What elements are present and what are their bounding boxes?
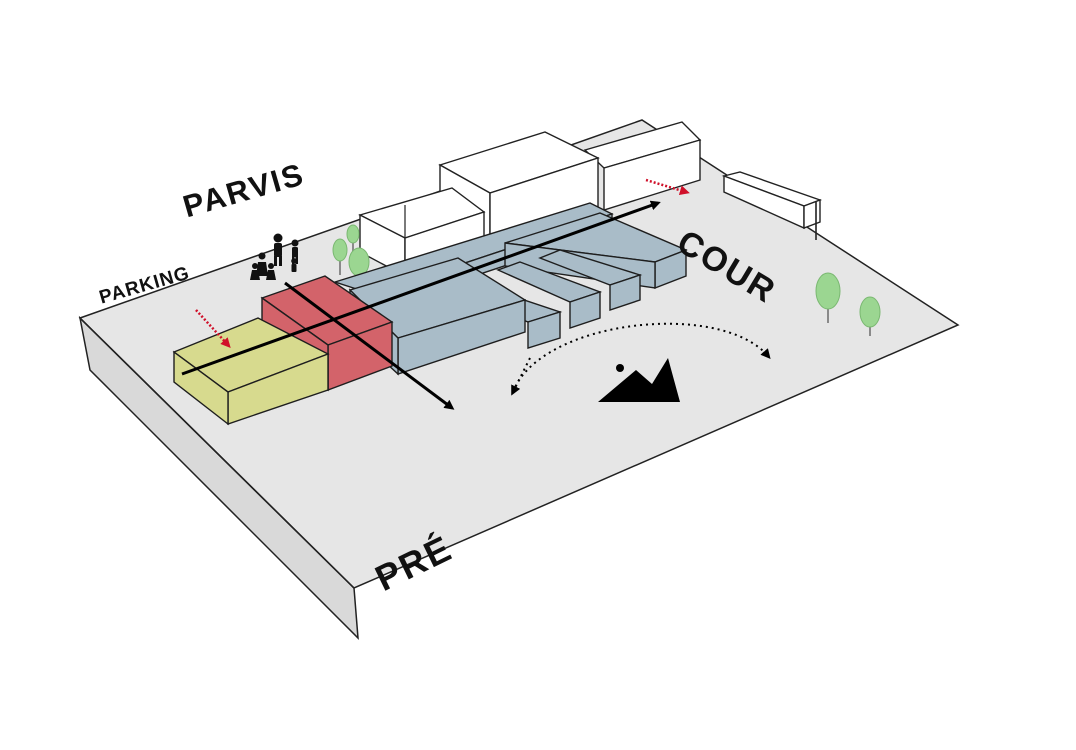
blue-finger-front	[527, 311, 561, 349]
existing-buildings	[358, 121, 823, 278]
ground-side-edge	[79, 317, 355, 589]
tree-icon	[332, 238, 348, 262]
blue-finger-front	[609, 274, 641, 311]
axis-arrow-longitudinal	[181, 200, 661, 376]
view-arc-arrow	[512, 322, 771, 393]
view-arc-arrow-start	[511, 357, 531, 396]
entry-arrow-cour	[645, 178, 690, 196]
tree-icon	[815, 272, 841, 310]
blue-finger-front	[569, 291, 601, 329]
tree-icon	[346, 224, 360, 244]
axis-arrow-transversal	[284, 281, 455, 410]
mountain-icon	[598, 358, 680, 402]
people-icon	[250, 233, 299, 280]
tree-icon	[859, 296, 881, 328]
building-long-front	[603, 139, 701, 211]
trees-cour	[815, 272, 881, 336]
yellow-block-side	[173, 350, 229, 426]
